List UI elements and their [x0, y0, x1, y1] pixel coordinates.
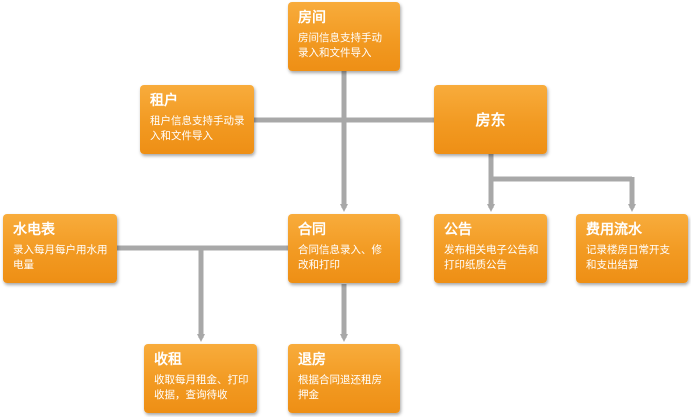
node-room[interactable]: 房间 房间信息支持手动录入和文件导入	[288, 2, 400, 71]
node-notice[interactable]: 公告 发布相关电子公告和打印纸质公告	[434, 214, 547, 283]
node-landlord-title: 房东	[475, 110, 506, 129]
node-expense[interactable]: 费用流水 记录楼房日常开支和支出结算	[576, 214, 688, 283]
node-checkout-title: 退房	[298, 352, 326, 368]
node-expense-title: 费用流水	[586, 222, 642, 238]
node-notice-desc: 发布相关电子公告和打印纸质公告	[444, 244, 539, 271]
node-rent-title: 收租	[154, 352, 182, 368]
node-landlord[interactable]: 房东	[434, 85, 547, 154]
node-checkout[interactable]: 退房 根据合同退还租房押金	[288, 344, 400, 413]
node-contract-title: 合同	[298, 222, 326, 238]
node-contract[interactable]: 合同 合同信息录入、修改和打印	[288, 214, 400, 283]
node-checkout-desc: 根据合同退还租房押金	[298, 374, 382, 401]
node-room-desc: 房间信息支持手动录入和文件导入	[298, 32, 382, 59]
node-meter[interactable]: 水电表 录入每月每户用水用电量	[3, 214, 117, 283]
node-tenant-title: 租户	[150, 93, 178, 109]
node-notice-title: 公告	[444, 222, 472, 238]
node-contract-desc: 合同信息录入、修改和打印	[298, 244, 382, 271]
node-expense-desc: 记录楼房日常开支和支出结算	[586, 244, 670, 271]
node-tenant[interactable]: 租户 租户信息支持手动录入和文件导入	[140, 85, 254, 154]
node-room-title: 房间	[298, 10, 326, 26]
node-meter-desc: 录入每月每户用水用电量	[13, 244, 108, 271]
node-rent-desc: 收取每月租金、打印收据，查询待收	[154, 374, 249, 401]
node-tenant-desc: 租户信息支持手动录入和文件导入	[150, 115, 245, 142]
node-rent[interactable]: 收租 收取每月租金、打印收据，查询待收	[144, 344, 257, 413]
node-meter-title: 水电表	[13, 222, 55, 238]
